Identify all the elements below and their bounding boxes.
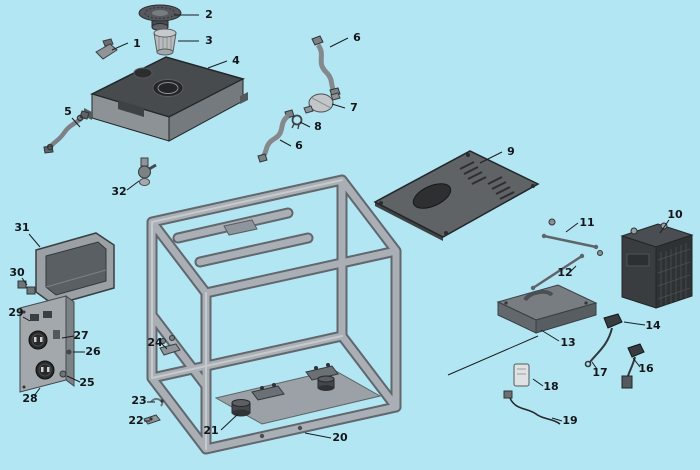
fuel-hose-lower bbox=[257, 109, 295, 163]
callout-1: 1 bbox=[133, 37, 141, 50]
outlet-lower bbox=[35, 360, 55, 380]
battery bbox=[620, 222, 694, 309]
callout-3: 3 bbox=[205, 34, 213, 47]
rubber-foot-21 bbox=[231, 399, 251, 417]
callout-labels: 1 2 3 4 5 6 7 8 6 9 10 11 12 13 14 16 17… bbox=[8, 8, 683, 444]
circuit-breaker bbox=[43, 311, 52, 318]
battery-holddown-rod bbox=[541, 218, 603, 256]
callout-27: 27 bbox=[73, 329, 88, 342]
callout-26: 26 bbox=[85, 345, 101, 358]
callout-19: 19 bbox=[562, 414, 577, 427]
ground-wire bbox=[503, 390, 561, 425]
rubber-foot-attached bbox=[317, 375, 335, 391]
callout-4: 4 bbox=[232, 54, 240, 67]
engine-mount-bracket bbox=[305, 363, 339, 381]
callout-25: 25 bbox=[79, 376, 94, 389]
fuel-gauge-sender bbox=[95, 38, 118, 60]
engine-mount-bracket bbox=[251, 383, 285, 401]
breaker-switch bbox=[53, 330, 60, 339]
hose-clamp bbox=[291, 114, 303, 130]
callout-6b: 6 bbox=[295, 139, 303, 152]
circuit-breaker bbox=[30, 314, 39, 321]
toggle-switch bbox=[17, 280, 36, 295]
control-panel-plate bbox=[19, 295, 75, 393]
battery-tray bbox=[496, 284, 598, 334]
callout-22: 22 bbox=[128, 414, 143, 427]
panel-bolt bbox=[59, 370, 67, 378]
callout-28: 28 bbox=[22, 392, 37, 405]
callout-32: 32 bbox=[111, 185, 126, 198]
cover-vents bbox=[459, 161, 515, 200]
rail-hole bbox=[259, 433, 265, 439]
wire-connector-16 bbox=[621, 343, 645, 389]
callout-14: 14 bbox=[645, 319, 661, 332]
outlet-upper bbox=[28, 330, 48, 350]
callout-13: 13 bbox=[560, 336, 575, 349]
rail-hole bbox=[297, 425, 303, 431]
callout-18: 18 bbox=[543, 380, 558, 393]
callout-16: 16 bbox=[638, 362, 654, 375]
callout-29: 29 bbox=[8, 306, 23, 319]
callout-20: 20 bbox=[332, 431, 348, 444]
tank-mount-plate bbox=[223, 219, 258, 236]
panel-housing bbox=[35, 232, 115, 306]
callout-24: 24 bbox=[147, 336, 163, 349]
callout-21: 21 bbox=[203, 424, 218, 437]
callout-8: 8 bbox=[314, 120, 322, 133]
cover-handle-hole bbox=[412, 183, 452, 209]
tank-label bbox=[118, 100, 144, 117]
callout-6: 6 bbox=[353, 31, 361, 44]
callout-23: 23 bbox=[131, 394, 146, 407]
fuel-gauge bbox=[152, 79, 184, 97]
callout-12: 12 bbox=[557, 266, 572, 279]
callout-30: 30 bbox=[9, 266, 25, 279]
tray-strap bbox=[523, 289, 554, 302]
tank-mount-tab bbox=[240, 92, 248, 104]
leader-lines bbox=[21, 14, 670, 439]
fuel-tank bbox=[84, 56, 248, 142]
callout-5: 5 bbox=[64, 105, 72, 118]
relay-box bbox=[513, 363, 530, 387]
callout-11: 11 bbox=[579, 216, 594, 229]
battery-holddown-rod-2 bbox=[530, 253, 585, 291]
filler-neck bbox=[133, 67, 153, 79]
callout-31: 31 bbox=[14, 221, 29, 234]
battery-terminal bbox=[630, 227, 638, 235]
engine-cover bbox=[373, 150, 540, 241]
callout-7: 7 bbox=[350, 101, 358, 114]
bracket-22 bbox=[143, 414, 161, 425]
fuel-filter bbox=[303, 92, 341, 114]
clip-23 bbox=[150, 397, 164, 407]
terminal-stud bbox=[66, 349, 72, 355]
wire-connector-14 bbox=[584, 313, 623, 368]
callout-17: 17 bbox=[592, 366, 607, 379]
callout-10: 10 bbox=[667, 208, 683, 221]
fuel-strainer bbox=[153, 28, 177, 56]
fuel-line-left bbox=[43, 110, 90, 154]
battery-label bbox=[626, 253, 650, 267]
battery-grid-texture bbox=[657, 243, 691, 306]
fuel-valve-petcock bbox=[138, 157, 157, 186]
callout-2: 2 bbox=[205, 8, 213, 21]
callout-9: 9 bbox=[507, 145, 515, 158]
